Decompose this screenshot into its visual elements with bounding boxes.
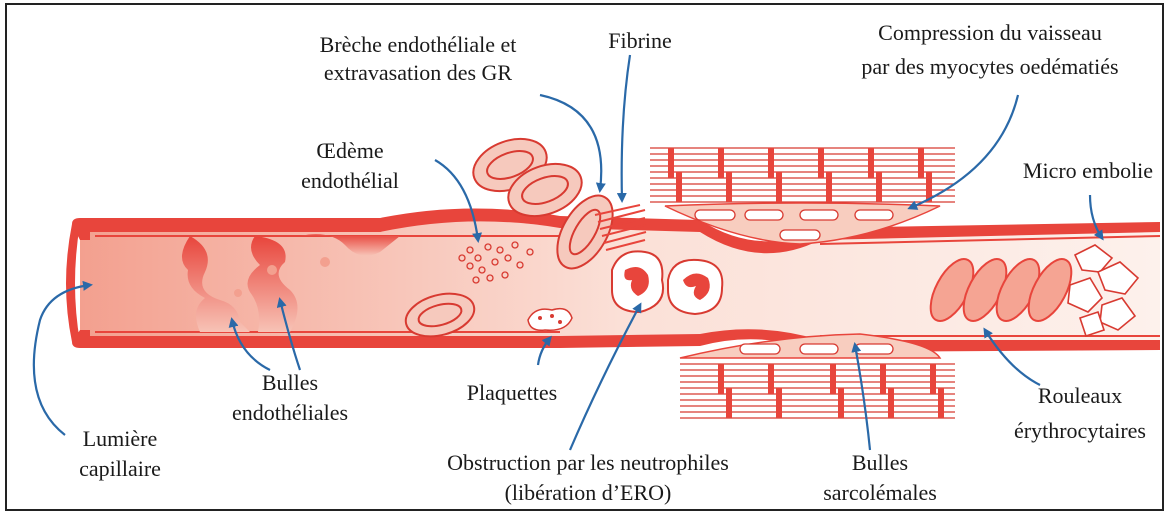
label-oedeme-2: endothélial bbox=[301, 168, 399, 193]
label-breche-2: extravasation des GR bbox=[324, 60, 512, 85]
label-obstruction-1: Obstruction par les neutrophiles bbox=[447, 450, 729, 475]
label-compression-1: Compression du vaisseau bbox=[878, 20, 1102, 45]
myocyte-bottom bbox=[680, 334, 955, 418]
label-oedeme-1: Œdème bbox=[316, 138, 383, 163]
label-bulles-sarco-2: sarcolémales bbox=[823, 480, 937, 505]
label-compression-2: par des myocytes oedématiés bbox=[861, 54, 1118, 79]
vessel-end-cap bbox=[66, 224, 80, 342]
label-breche-1: Brèche endothéliale et bbox=[320, 32, 517, 57]
label-obstruction-2: (libération d’ERO) bbox=[505, 480, 672, 505]
label-rouleaux-2: érythrocytaires bbox=[1014, 418, 1146, 443]
label-lumiere-2: capillaire bbox=[79, 456, 161, 481]
label-bulles-endo-1: Bulles bbox=[262, 370, 318, 395]
label-plaquettes: Plaquettes bbox=[467, 380, 557, 405]
platelets bbox=[528, 309, 572, 331]
label-micro-embolie: Micro embolie bbox=[1023, 158, 1153, 183]
label-lumiere-1: Lumière bbox=[83, 426, 158, 451]
arrow-bulles-sarco bbox=[855, 345, 870, 450]
label-fibrine: Fibrine bbox=[608, 28, 672, 53]
label-bulles-endo-2: endothéliales bbox=[232, 400, 348, 425]
arrow-fibrine bbox=[622, 55, 630, 200]
label-bulles-sarco-1: Bulles bbox=[852, 450, 908, 475]
label-rouleaux-1: Rouleaux bbox=[1038, 383, 1122, 408]
